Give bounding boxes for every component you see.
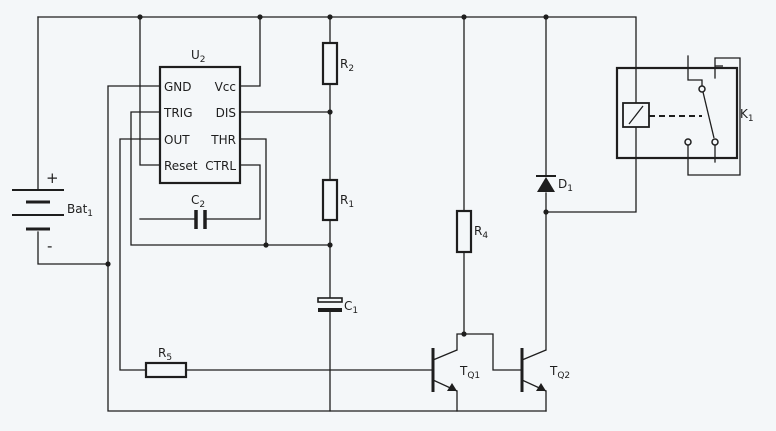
k1-contact-no: [711, 138, 719, 146]
wire-out: [119, 138, 433, 371]
u2-timer-ic: U2 GND TRIG OUT Reset Vcc DIS THR CTRL: [158, 48, 242, 185]
battery-minus-sign: -: [47, 237, 52, 255]
pin-trig: TRIG: [163, 106, 193, 120]
tq1-emitter-arrow: [447, 383, 457, 391]
wire-c2: [139, 164, 261, 220]
k1-switch-wiring: [687, 55, 741, 176]
r2-body: [321, 41, 339, 86]
c1-plate-negative: [318, 308, 342, 312]
wire-trig-thr: [130, 111, 331, 246]
resistor-r2: R2: [321, 41, 354, 86]
r5-body: [144, 361, 188, 379]
wires: [37, 16, 637, 412]
tq2-emitter-arrow: [536, 383, 546, 391]
r4-body: [455, 209, 473, 254]
wire-top-rail: [37, 16, 637, 69]
battery-plus-sign: +: [46, 169, 59, 187]
junction-dot: [105, 261, 111, 267]
u2-body: [158, 65, 242, 185]
junction-dot: [543, 209, 549, 215]
c2-label: C2: [191, 193, 205, 210]
transistor-tq2: TQ2: [520, 348, 570, 392]
junction-dot: [327, 242, 333, 248]
junction-dot: [327, 109, 333, 115]
r5-label: R5: [158, 346, 172, 363]
battery-bat1: + - Bat1: [12, 169, 93, 255]
resistor-r5: R5: [144, 346, 188, 379]
tq2-label: TQ2: [549, 364, 570, 381]
k1-common-contact: [698, 85, 706, 93]
d1-label: D1: [558, 177, 573, 194]
junction-dot: [263, 242, 269, 248]
k1-contact-nc: [684, 138, 692, 146]
battery-label: Bat1: [67, 202, 93, 219]
pin-dis: DIS: [216, 106, 236, 120]
c1-label: C1: [344, 299, 358, 316]
pin-vcc: Vcc: [215, 80, 236, 94]
capacitor-c2: C2: [191, 193, 207, 229]
pin-ctrl: CTRL: [205, 159, 236, 173]
junction-dot: [461, 14, 467, 20]
junction-dot: [257, 14, 263, 20]
wire-reset: [139, 16, 161, 166]
tq1-label: TQ1: [459, 364, 480, 381]
r4-label: R4: [474, 224, 488, 241]
pin-reset: Reset: [164, 159, 198, 173]
wire-darlington: [456, 333, 523, 371]
k1-coil-slash: [628, 105, 644, 125]
junctions: [105, 14, 549, 337]
junction-dot: [543, 14, 549, 20]
k1-switch-blade: [702, 91, 715, 139]
c1-plate-positive: [317, 297, 343, 303]
relay-k1: K1: [615, 55, 754, 176]
capacitor-c1: C1: [317, 297, 358, 316]
wire-vcc: [239, 16, 261, 87]
pin-thr: THR: [210, 133, 236, 147]
r2-label: R2: [340, 57, 354, 74]
resistor-r4: R4: [455, 209, 488, 254]
wire-battery-minus: [37, 231, 109, 265]
pin-gnd: GND: [164, 80, 192, 94]
tq2-collector: [521, 349, 547, 361]
transistor-tq1: TQ1: [431, 348, 480, 392]
r1-body: [321, 178, 339, 222]
d1-triangle: [537, 177, 555, 192]
resistor-r1: R1: [321, 178, 354, 222]
r1-label: R1: [340, 193, 354, 210]
junction-dot: [137, 14, 143, 20]
wire-ground-bus: [107, 85, 547, 412]
wire-tq2-collector: [545, 16, 637, 351]
junction-dot: [327, 14, 333, 20]
k1-label: K1: [740, 107, 754, 124]
u2-label: U2: [191, 48, 206, 65]
diode-d1: D1: [536, 175, 573, 194]
junction-dot: [461, 331, 467, 337]
tq1-collector: [432, 349, 458, 361]
pin-out: OUT: [164, 133, 190, 147]
